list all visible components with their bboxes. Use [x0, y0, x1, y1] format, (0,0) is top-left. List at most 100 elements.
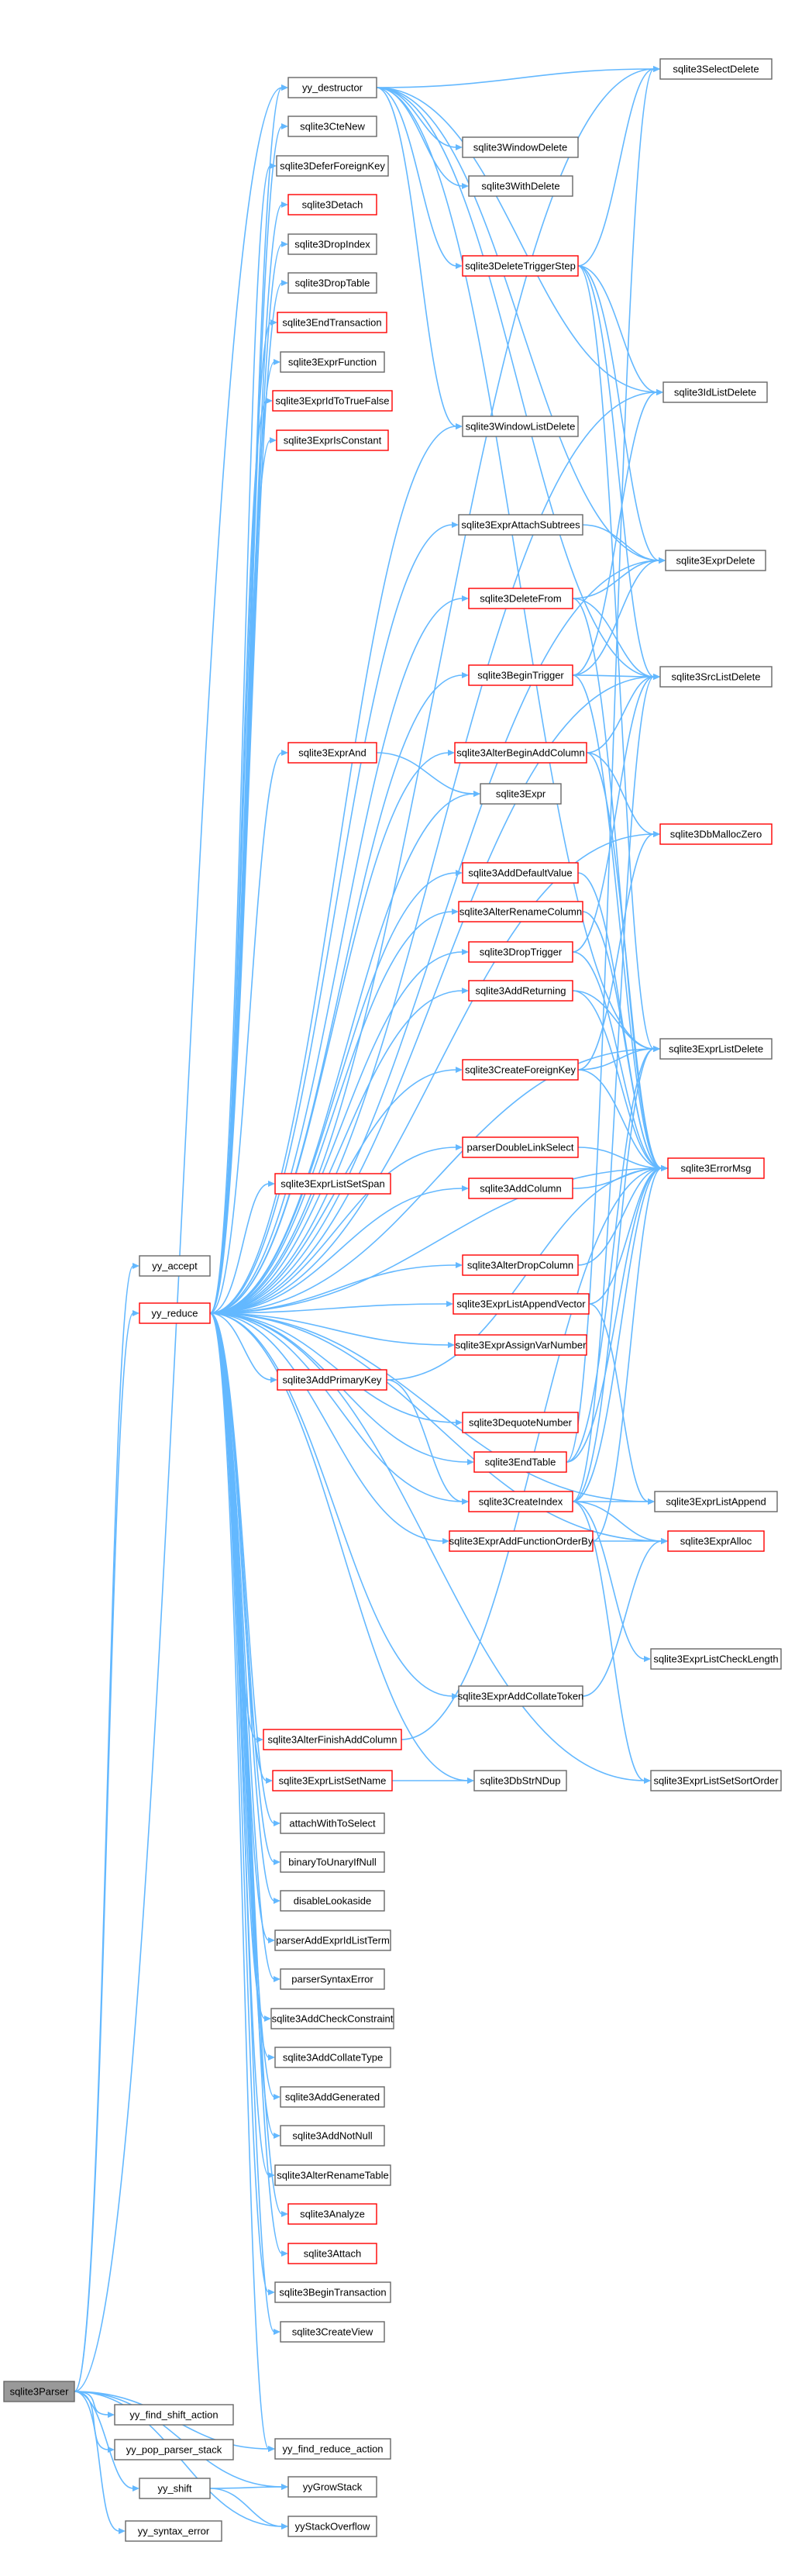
node-sqlite3-db-str-ndup[interactable]: sqlite3DbStrNDup — [473, 1770, 567, 1791]
node-sqlite3-attach[interactable]: sqlite3Attach — [287, 2243, 377, 2264]
node-yy-syntax-error[interactable]: yy_syntax_error — [125, 2520, 222, 2542]
node-label: sqlite3AddNotNull — [292, 2129, 372, 2141]
node-sqlite3-add-default-value[interactable]: sqlite3AddDefaultValue — [462, 862, 579, 884]
edge-arrowhead — [274, 1859, 280, 1865]
node-sqlite3-begin-transaction[interactable]: sqlite3BeginTransaction — [274, 2281, 391, 2303]
node-sqlite3-expr-delete[interactable]: sqlite3ExprDelete — [665, 550, 766, 571]
node-sqlite3-expr-and[interactable]: sqlite3ExprAnd — [287, 742, 377, 764]
node-sqlite3-defer-foreign-key[interactable]: sqlite3DeferForeignKey — [276, 155, 389, 177]
node-box — [462, 136, 579, 158]
node-sqlite3-add-returning[interactable]: sqlite3AddReturning — [468, 980, 573, 1002]
node-sqlite3-select-delete[interactable]: sqlite3SelectDelete — [659, 58, 773, 80]
node-sqlite3-expr-alloc[interactable]: sqlite3ExprAlloc — [667, 1530, 765, 1552]
edge-sqlite3-delete-trigger-step-to-sqlite3-expr-list-delete — [577, 265, 655, 1050]
edge-sqlite3-delete-trigger-step-to-sqlite3-select-delete — [577, 68, 655, 267]
node-box — [454, 1334, 587, 1356]
node-label: sqlite3DropTrigger — [480, 946, 563, 957]
node-label: sqlite3ExprListCheckLength — [653, 1653, 778, 1664]
node-yy-find-reduce-action[interactable]: yy_find_reduce_action — [274, 2438, 391, 2460]
node-box — [480, 783, 562, 805]
node-sqlite3-expr-add-function-order-by[interactable]: sqlite3ExprAddFunctionOrderBy — [449, 1530, 594, 1552]
node-sqlite3-add-column[interactable]: sqlite3AddColumn — [468, 1178, 573, 1199]
edge-arrowhead — [462, 1185, 469, 1191]
node-yy-stack-overflow[interactable]: yyStackOverflow — [287, 2516, 377, 2537]
node-sqlite3-delete-trigger-step[interactable]: sqlite3DeleteTriggerStep — [462, 255, 579, 277]
node-attach-with-to-select[interactable]: attachWithToSelect — [280, 1812, 385, 1834]
node-sqlite3-expr-assign-var-number[interactable]: sqlite3ExprAssignVarNumber — [454, 1334, 587, 1356]
node-sqlite3-drop-index[interactable]: sqlite3DropIndex — [287, 233, 377, 255]
node-yy-find-shift-action[interactable]: yy_find_shift_action — [114, 2404, 234, 2426]
node-sqlite3-cte-new[interactable]: sqlite3CteNew — [287, 116, 377, 137]
edge-arrowhead — [452, 909, 459, 915]
node-sqlite3-add-primary-key[interactable]: sqlite3AddPrimaryKey — [277, 1369, 387, 1391]
node-sqlite3-db-malloc-zero[interactable]: sqlite3DbMallocZero — [659, 823, 773, 845]
node-sqlite3-id-list-delete[interactable]: sqlite3IdListDelete — [662, 381, 768, 403]
node-sqlite3-end-transaction[interactable]: sqlite3EndTransaction — [277, 312, 387, 333]
node-sqlite3-alter-finish-add-column[interactable]: sqlite3AlterFinishAddColumn — [263, 1729, 402, 1750]
node-disable-lookaside[interactable]: disableLookaside — [280, 1890, 385, 1912]
node-sqlite3-with-delete[interactable]: sqlite3WithDelete — [468, 175, 573, 197]
node-sqlite3-create-index[interactable]: sqlite3CreateIndex — [468, 1491, 573, 1512]
node-sqlite3-alter-rename-column[interactable]: sqlite3AlterRenameColumn — [458, 901, 583, 922]
node-label: sqlite3ExprListAppendVector — [456, 1298, 586, 1309]
node-sqlite3-window-delete[interactable]: sqlite3WindowDelete — [462, 136, 579, 158]
node-sqlite3-drop-trigger[interactable]: sqlite3DropTrigger — [468, 941, 573, 963]
node-sqlite3-add-collate-type[interactable]: sqlite3AddCollateType — [274, 2047, 391, 2068]
node-sqlite3-add-check-constraint[interactable]: sqlite3AddCheckConstraint — [270, 2008, 394, 2029]
node-sqlite3-window-list-delete[interactable]: sqlite3WindowListDelete — [462, 416, 579, 437]
node-yy-grow-stack[interactable]: yyGrowStack — [287, 2476, 377, 2498]
node-sqlite3-drop-table[interactable]: sqlite3DropTable — [287, 272, 377, 294]
node-parser-double-link-select[interactable]: parserDoubleLinkSelect — [462, 1136, 579, 1158]
node-box — [139, 1255, 211, 1277]
node-sqlite3-analyze[interactable]: sqlite3Analyze — [287, 2203, 377, 2225]
node-box — [280, 1812, 385, 1834]
node-yy-reduce[interactable]: yy_reduce — [139, 1302, 211, 1324]
node-sqlite3-create-view[interactable]: sqlite3CreateView — [280, 2321, 385, 2343]
node-binary-to-unary-if-null[interactable]: binaryToUnaryIfNull — [280, 1851, 385, 1873]
node-sqlite3-alter-rename-table[interactable]: sqlite3AlterRenameTable — [274, 2164, 391, 2186]
node-sqlite3-expr-id-to-true-false[interactable]: sqlite3ExprIdToTrueFalse — [272, 390, 393, 412]
node-sqlite3-expr-list-delete[interactable]: sqlite3ExprListDelete — [659, 1038, 773, 1060]
node-sqlite3-alter-drop-column[interactable]: sqlite3AlterDropColumn — [462, 1254, 579, 1276]
node-yy-pop-parser-stack[interactable]: yy_pop_parser_stack — [114, 2439, 234, 2460]
node-sqlite3-begin-trigger[interactable]: sqlite3BeginTrigger — [468, 664, 573, 686]
node-sqlite3-expr[interactable]: sqlite3Expr — [480, 783, 562, 805]
node-sqlite3-expr-list-set-name[interactable]: sqlite3ExprListSetName — [272, 1770, 393, 1791]
node-label: yy_reduce — [152, 1307, 198, 1319]
node-sqlite3-dequote-number[interactable]: sqlite3DequoteNumber — [462, 1412, 579, 1433]
node-box — [468, 1491, 573, 1512]
node-sqlite3-expr-attach-subtrees[interactable]: sqlite3ExprAttachSubtrees — [458, 514, 583, 536]
edge-yy-reduce-to-sqlite3-expr-list-set-sort-order — [209, 1312, 645, 1781]
node-label: sqlite3AlterFinishAddColumn — [268, 1733, 398, 1745]
node-sqlite3-expr-list-set-span[interactable]: sqlite3ExprListSetSpan — [274, 1173, 391, 1195]
node-sqlite3-end-table[interactable]: sqlite3EndTable — [473, 1451, 567, 1473]
node-sqlite3-delete-from[interactable]: sqlite3DeleteFrom — [468, 588, 573, 609]
node-sqlite3-expr-list-check-length[interactable]: sqlite3ExprListCheckLength — [650, 1648, 782, 1670]
node-yy-destructor[interactable]: yy_destructor — [287, 77, 377, 98]
node-yy-accept[interactable]: yy_accept — [139, 1255, 211, 1277]
node-sqlite3-expr-list-append[interactable]: sqlite3ExprListAppend — [654, 1491, 778, 1512]
node-parser-add-expr-id-list-term[interactable]: parserAddExprIdListTerm — [274, 1929, 391, 1951]
node-sqlite3-expr-is-constant[interactable]: sqlite3ExprIsConstant — [276, 429, 389, 451]
node-yy-shift[interactable]: yy_shift — [139, 2478, 211, 2499]
node-sqlite3-expr-add-collate-token[interactable]: sqlite3ExprAddCollateToken — [458, 1685, 584, 1707]
node-sqlite3-expr-list-append-vector[interactable]: sqlite3ExprListAppendVector — [453, 1293, 590, 1315]
node-sqlite3-add-not-null[interactable]: sqlite3AddNotNull — [280, 2125, 385, 2147]
edge-arrowhead — [274, 2329, 280, 2335]
node-label: sqlite3DeleteTriggerStep — [465, 260, 576, 271]
node-sqlite3-add-generated[interactable]: sqlite3AddGenerated — [280, 2086, 385, 2108]
edge-arrowhead — [281, 2211, 288, 2217]
node-sqlite3-parser[interactable]: sqlite3Parser — [3, 2381, 75, 2402]
node-sqlite3-expr-function[interactable]: sqlite3ExprFunction — [280, 351, 385, 373]
edge-yy-reduce-to-parser-double-link-select — [209, 1147, 457, 1314]
node-parser-syntax-error[interactable]: parserSyntaxError — [280, 1968, 385, 1990]
node-sqlite3-error-msg[interactable]: sqlite3ErrorMsg — [667, 1157, 765, 1179]
edge-yy-reduce-to-sqlite3-window-list-delete — [209, 426, 457, 1314]
node-sqlite3-create-foreign-key[interactable]: sqlite3CreateForeignKey — [462, 1059, 579, 1081]
edge-arrowhead — [268, 2446, 275, 2452]
edge-sqlite3-expr-add-collate-token-to-sqlite3-expr-alloc — [582, 1540, 662, 1697]
node-sqlite3-src-list-delete[interactable]: sqlite3SrcListDelete — [659, 666, 773, 688]
node-sqlite3-detach[interactable]: sqlite3Detach — [287, 194, 377, 216]
node-sqlite3-expr-list-set-sort-order[interactable]: sqlite3ExprListSetSortOrder — [650, 1770, 782, 1791]
node-sqlite3-alter-begin-add-column[interactable]: sqlite3AlterBeginAddColumn — [454, 742, 587, 764]
